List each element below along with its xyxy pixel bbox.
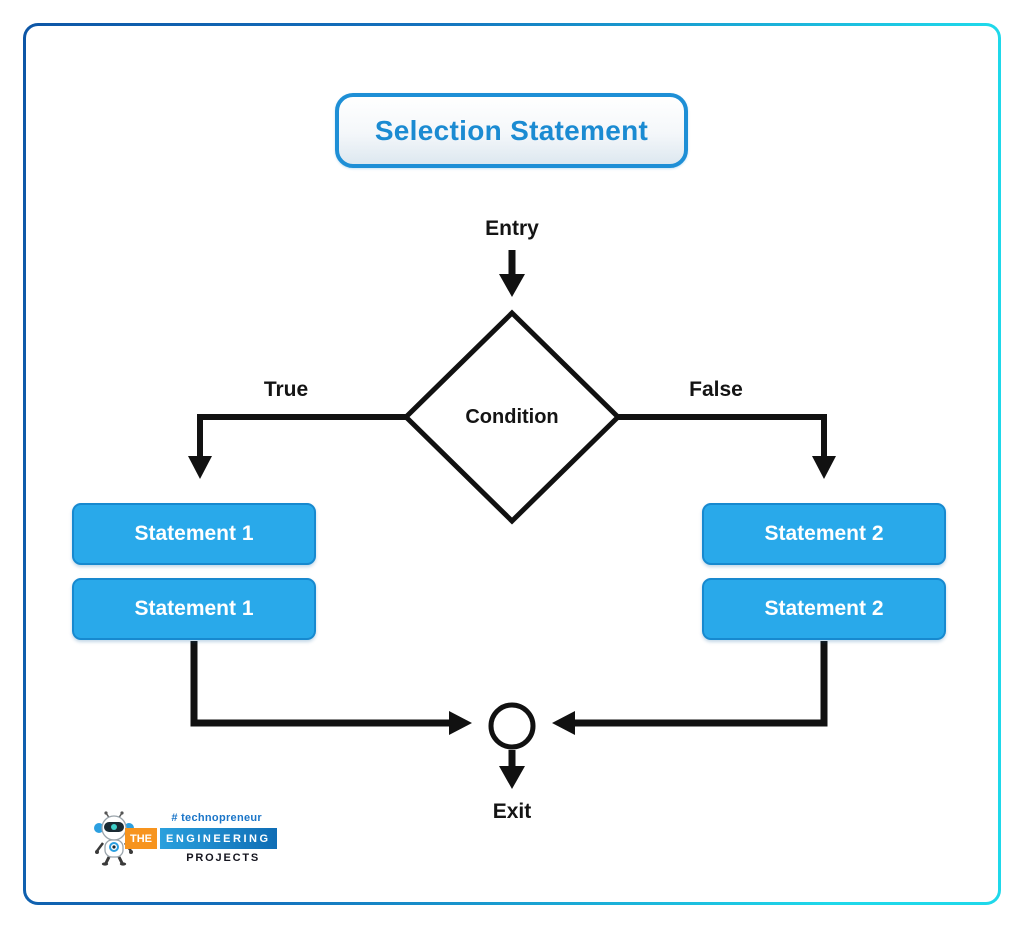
false-branch-connector: [618, 414, 836, 479]
logo-tagline: # technopreneur: [171, 812, 262, 824]
exit-arrow: [499, 750, 525, 789]
false-branch-label: False: [689, 378, 743, 401]
statement-2-label: Statement 2: [764, 522, 884, 545]
condition-diamond: [402, 309, 622, 525]
condition-label: Condition: [465, 406, 559, 428]
brand-logo: # technopreneur THE ENGINEERING PROJECTS: [88, 808, 277, 868]
statement-2-box-bottom: Statement 2: [702, 578, 946, 640]
merge-junction-circle: [488, 702, 536, 750]
left-merge-connector: [190, 641, 472, 735]
diagram-title-box: Selection Statement: [335, 93, 688, 168]
exit-label: Exit: [492, 800, 532, 823]
logo-projects-text: PROJECTS: [186, 852, 260, 864]
robot-mascot-icon: [94, 811, 134, 866]
statement-1-label: Statement 1: [134, 522, 254, 545]
logo-engineering-badge: ENGINEERING: [160, 828, 277, 849]
right-merge-connector: [552, 641, 828, 735]
statement-1-box-bottom: Statement 1: [72, 578, 316, 640]
statement-2-label: Statement 2: [764, 597, 884, 620]
entry-label: Entry: [485, 217, 539, 240]
page-title: Selection Statement: [374, 114, 649, 146]
true-branch-label: True: [263, 378, 309, 401]
entry-arrow: [499, 250, 525, 297]
logo-badges: THE ENGINEERING: [125, 828, 277, 849]
true-branch-connector: [188, 414, 406, 479]
statement-1-box-top: Statement 1: [72, 503, 316, 565]
logo-the-badge: THE: [125, 828, 157, 849]
statement-1-label: Statement 1: [134, 597, 254, 620]
statement-2-box-top: Statement 2: [702, 503, 946, 565]
